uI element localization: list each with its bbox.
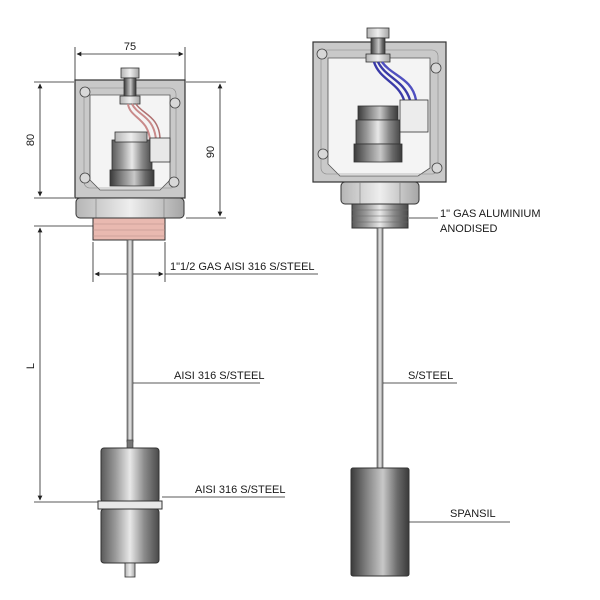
screw-icon (79, 172, 91, 184)
right-housing (312, 27, 447, 183)
screw-icon (79, 86, 91, 98)
length-dimension: L (25, 225, 101, 503)
screw-icon (430, 62, 442, 74)
right-rod-callout: S/STEEL (383, 370, 457, 384)
screw-icon (168, 176, 180, 188)
width-dimension: 75 (74, 41, 186, 80)
screw-icon (169, 97, 181, 109)
left-unit: 75 80 90 (25, 41, 318, 578)
height-dimension-right: 90 (186, 81, 226, 219)
right-float-callout: SPANSIL (409, 508, 510, 523)
left-float-label: AISI 316 S/STEEL (195, 484, 286, 496)
left-fitting (75, 197, 185, 241)
right-thread-label-line1: 1" GAS ALUMINIUM (440, 208, 540, 220)
length-dimension-label: L (25, 363, 37, 369)
right-fitting (340, 181, 420, 229)
left-float (97, 439, 163, 578)
left-rod-callout: AISI 316 S/STEEL (133, 370, 265, 384)
right-thread-label-line2: ANODISED (440, 223, 498, 235)
right-thread-callout: 1" GAS ALUMINIUM ANODISED (409, 208, 540, 235)
screw-icon (431, 162, 443, 174)
height-dimension-left: 80 (25, 81, 74, 199)
right-rod (376, 227, 384, 469)
width-dimension-label: 75 (124, 41, 136, 53)
height-dimension-right-label: 90 (205, 146, 217, 158)
screw-icon (316, 48, 328, 60)
left-thread-label: 1"1/2 GAS AISI 316 S/STEEL (170, 261, 315, 273)
left-rod-label: AISI 316 S/STEEL (174, 370, 265, 382)
thread-dimension-left: 1"1/2 GAS AISI 316 S/STEEL (92, 242, 318, 282)
screw-icon (317, 148, 329, 160)
height-dimension-left-label: 80 (25, 134, 37, 146)
right-float (350, 467, 410, 577)
right-unit: 1" GAS ALUMINIUM ANODISED S/STEEL SPANSI… (312, 27, 540, 577)
right-rod-label: S/STEEL (408, 370, 453, 382)
left-housing (74, 67, 186, 199)
left-rod (126, 239, 134, 443)
left-float-callout: AISI 316 S/STEEL (162, 484, 286, 498)
right-float-label: SPANSIL (450, 508, 496, 520)
